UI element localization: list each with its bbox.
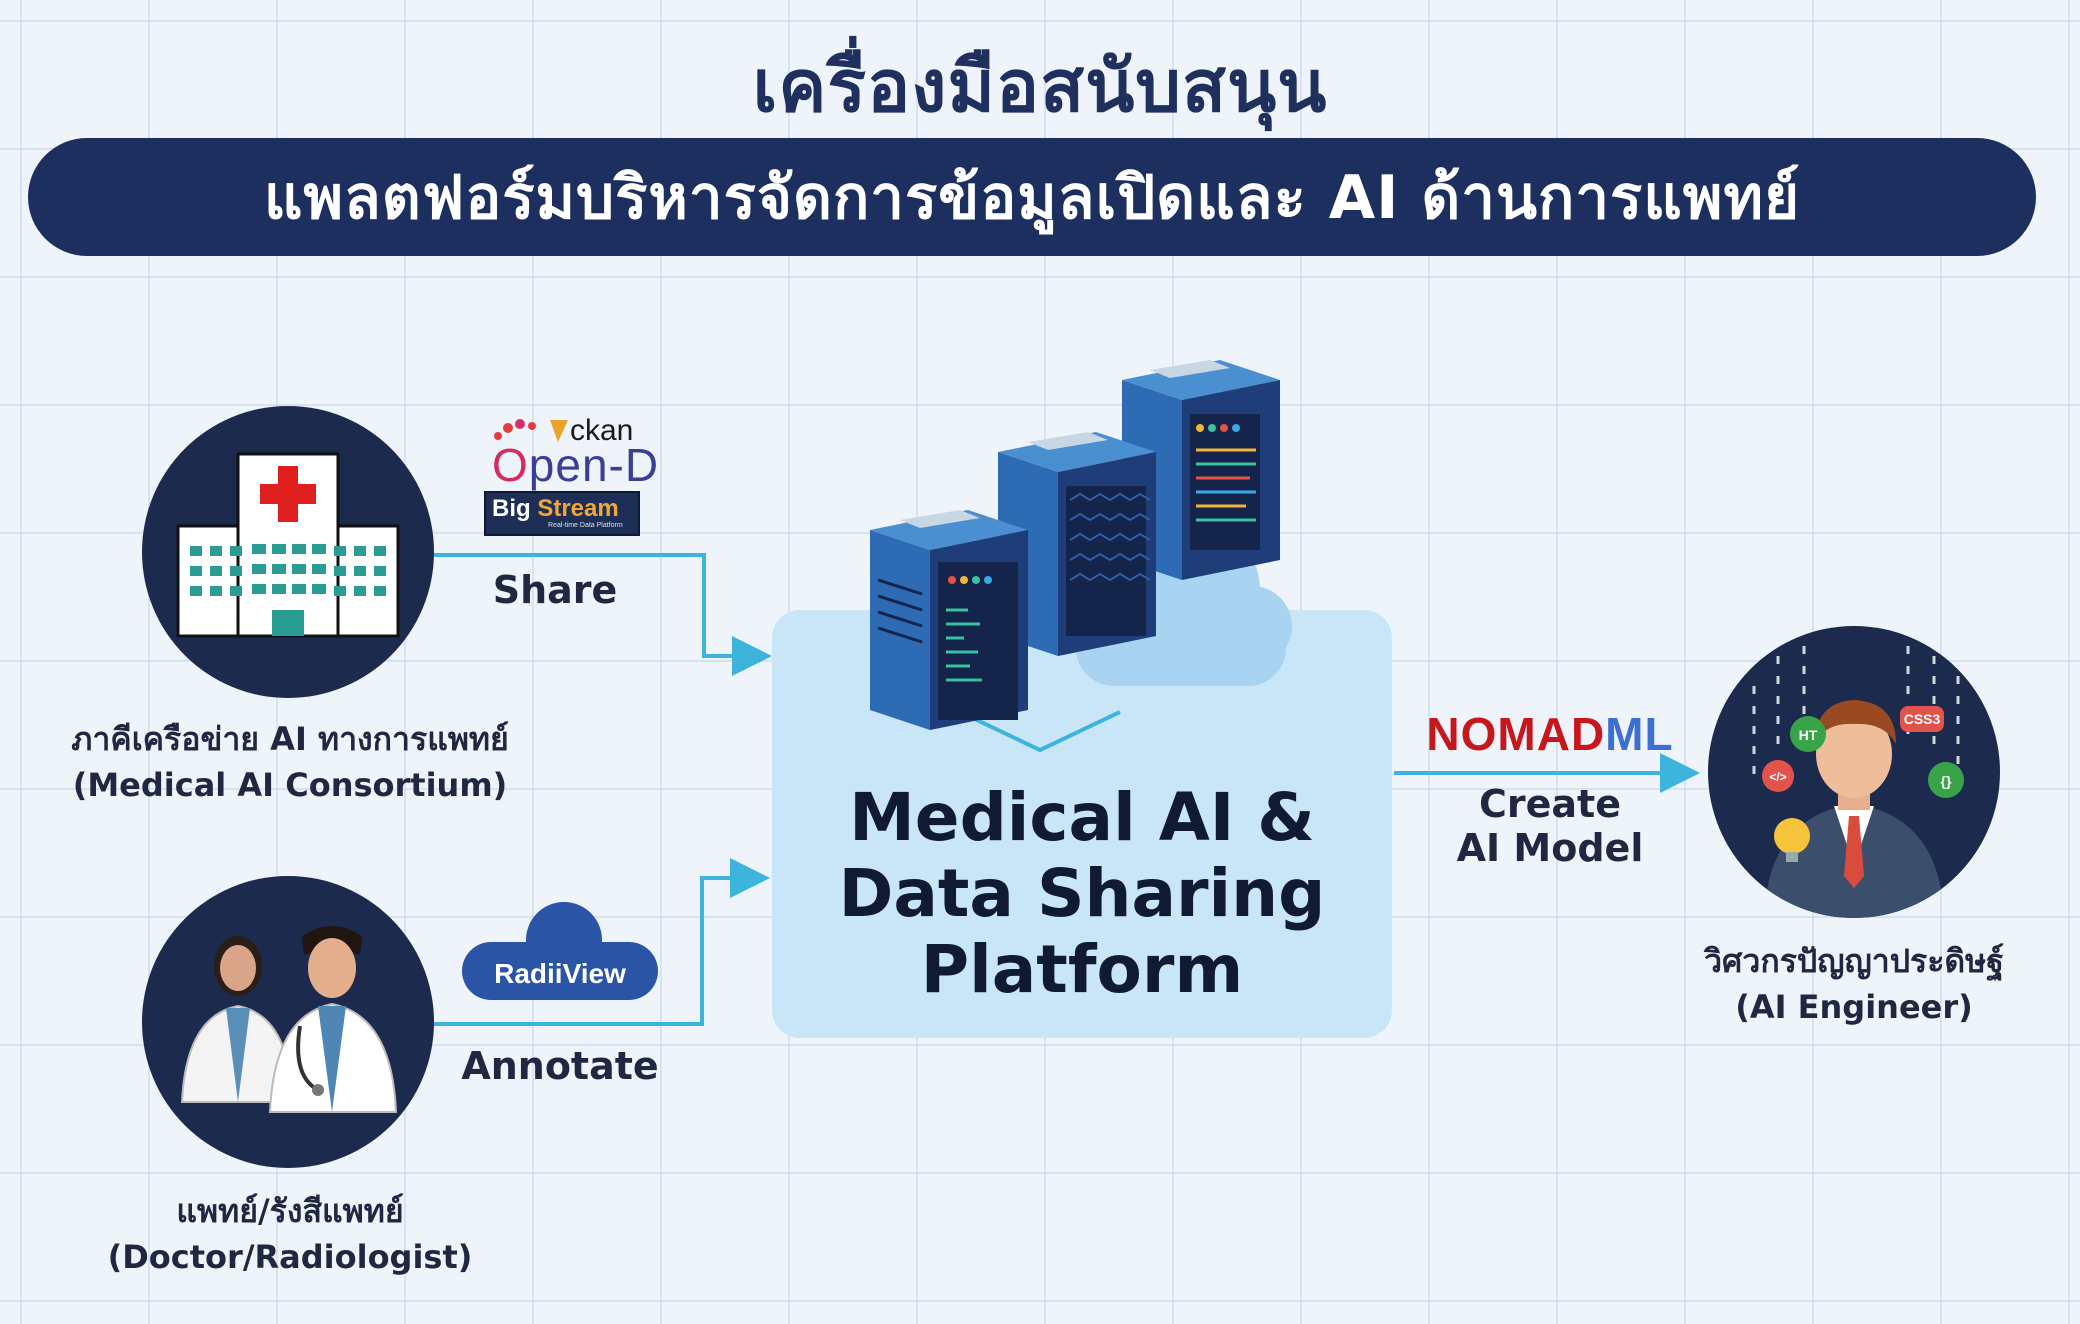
consortium-label-th: ภาคีเครือข่าย AI ทางการแพทย์	[71, 720, 509, 758]
create-action-line2: AI Model	[1456, 826, 1644, 870]
radiiview-cloud-icon	[462, 902, 658, 1000]
platform-title-line3: Platform	[920, 931, 1244, 1008]
consortium-label: ภาคีเครือข่าย AI ทางการแพทย์ (Medical AI…	[30, 716, 550, 809]
platform-title: Medical AI & Data Sharing Platform	[772, 780, 1392, 1008]
radiiview-logo: RadiiView	[494, 958, 626, 989]
share-connector	[432, 553, 772, 676]
page-title: เครื่องมือสนับสนุน	[752, 44, 1328, 128]
engineer-circle: CSS3 HT </> {}	[1708, 626, 2000, 918]
nomadml-logo: NOMADML	[1420, 707, 1680, 761]
bigstream-logo: Big Stream Real-time Data Platform	[484, 491, 640, 536]
doctor-circle	[142, 876, 434, 1168]
subtitle-text: แพลตฟอร์มบริหารจัดการข้อมูลเปิดและ AI ด้…	[263, 162, 1801, 233]
doctor-label: แพทย์/รังสีแพทย์ (Doctor/Radiologist)	[60, 1188, 520, 1281]
braces-badge: {}	[1941, 773, 1952, 789]
doctor-label-th: แพทย์/รังสีแพทย์	[176, 1192, 404, 1230]
servers-cloud-icon	[870, 360, 1292, 753]
nomadml-part1: NOM	[1426, 708, 1537, 760]
subtitle-banner: แพลตฟอร์มบริหารจัดการข้อมูลเปิดและ AI ด้…	[28, 138, 2036, 256]
platform-title-line1: Medical AI &	[849, 779, 1315, 856]
opend-dots-icon	[494, 419, 536, 440]
annotate-connector	[432, 858, 770, 1026]
css-badge: CSS3	[1904, 711, 1941, 727]
bigstream-sub: Real-time Data Platform	[548, 522, 623, 529]
hospital-circle	[142, 406, 434, 698]
opend-logo: Open-D	[492, 439, 660, 491]
engineer-label-en: (AI Engineer)	[1735, 988, 1973, 1027]
nomadml-part3: ML	[1605, 708, 1674, 760]
code-badge: </>	[1769, 770, 1786, 784]
doctors-icon	[180, 926, 398, 1113]
bigstream-stream: Stream	[537, 495, 619, 522]
consortium-label-en: (Medical AI Consortium)	[72, 766, 508, 805]
engineer-label-th: วิศวกรปัญญาประดิษฐ์	[1704, 942, 2004, 980]
ckan-logo: ckan	[570, 414, 634, 447]
engineer-icon: CSS3 HT </> {}	[1752, 646, 1964, 918]
share-action-label: Share	[492, 568, 618, 612]
nomadml-part2: AD	[1536, 708, 1606, 760]
create-action-line1: Create	[1479, 782, 1621, 826]
ckan-flag-icon	[550, 420, 568, 442]
engineer-label: วิศวกรปัญญาประดิษฐ์ (AI Engineer)	[1654, 938, 2054, 1031]
hospital-icon	[176, 452, 400, 638]
create-action-label: Create AI Model	[1430, 782, 1670, 870]
html-badge: HT	[1799, 727, 1818, 743]
server-2	[998, 432, 1156, 656]
opend-logo-text: pen-D	[528, 439, 660, 491]
server-1	[870, 510, 1028, 730]
bigstream-big: Big	[492, 495, 531, 522]
doctor-label-en: (Doctor/Radiologist)	[107, 1238, 473, 1277]
platform-title-line2: Data Sharing	[838, 855, 1326, 932]
annotate-action-label: Annotate	[461, 1044, 659, 1088]
